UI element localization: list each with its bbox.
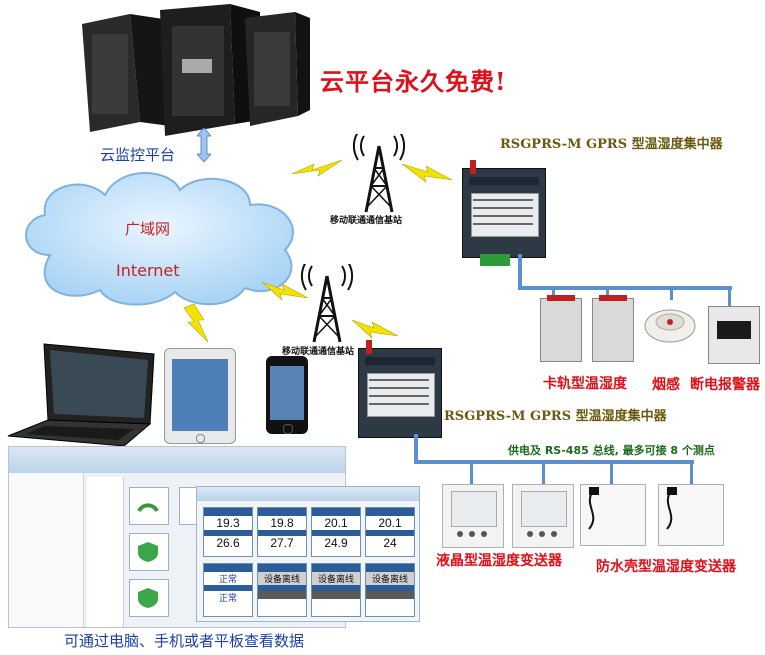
network-label-cn: 广域网 <box>125 220 171 238</box>
sync-arrow-icon <box>195 127 213 163</box>
status-cell[interactable]: 设备离线 <box>257 563 307 617</box>
sensor-cell[interactable]: 19.3 26.6 <box>203 507 253 557</box>
status-cell[interactable]: 设备离线 <box>365 563 415 617</box>
sensor-cell[interactable]: 19.8 27.7 <box>257 507 307 557</box>
status-text: 正常 <box>218 593 237 603</box>
cable <box>610 460 613 484</box>
lightning-icon <box>291 159 343 182</box>
lightning-icon <box>183 303 209 343</box>
antenna-icon <box>470 160 476 174</box>
waterproof-sensor-device <box>580 484 646 546</box>
concentrator-label-top: RSGPRS-M GPRS 型温湿度集中器 <box>500 137 723 152</box>
tablet-icon <box>164 348 236 444</box>
power-alarm-device <box>708 306 760 364</box>
lcd-sensor-device <box>442 484 504 548</box>
status-text: 设备离线 <box>366 572 414 585</box>
status-text: 设备离线 <box>258 572 306 585</box>
power-alarm-label: 断电报警器 <box>690 377 760 393</box>
sensor-value: 20.1 <box>378 516 402 530</box>
server-cluster <box>70 4 310 139</box>
rail-sensor-label: 卡轨型温湿度 <box>543 376 627 392</box>
lcd-sensor-label: 液晶型温湿度变送器 <box>436 553 562 569</box>
lcd-sensor-device <box>512 484 574 548</box>
terminal-block <box>480 254 510 266</box>
cable <box>414 460 694 464</box>
sensor-value: 27.7 <box>270 536 294 550</box>
status-text: 设备离线 <box>312 572 360 585</box>
internet-cloud <box>10 160 310 310</box>
cell-tower-icon <box>292 261 362 344</box>
cable <box>690 460 693 484</box>
cable <box>606 286 609 300</box>
bus-note: 供电及 RS-485 总线, 最多可接 8 个测点 <box>508 444 715 457</box>
sensor-value: 20.1 <box>324 516 348 530</box>
cable <box>728 286 731 306</box>
waterproof-sensor-device <box>658 484 724 546</box>
cable <box>542 460 545 484</box>
network-label-en: Internet <box>116 261 180 280</box>
sensor-value: 19.3 <box>216 516 240 530</box>
waterproof-sensor-label: 防水壳型温湿度变送器 <box>596 559 736 575</box>
concentrator-label-bottom: RSGPRS-M GPRS 型温湿度集中器 <box>444 409 667 424</box>
phone-icon <box>266 356 308 434</box>
status-text: 正常 <box>218 574 237 584</box>
cell-tower-icon <box>344 131 414 214</box>
servers-icon <box>82 4 310 136</box>
cloud-platform-label: 云监控平台 <box>100 146 176 164</box>
sensor-value: 19.8 <box>270 516 294 530</box>
sensor-value: 24.9 <box>324 536 348 550</box>
antenna-icon <box>366 340 372 354</box>
smoke-detector-label: 烟感 <box>652 377 680 393</box>
cable <box>414 434 418 464</box>
sensor-cell[interactable]: 20.1 24 <box>365 507 415 557</box>
smoke-detector-device <box>644 304 696 344</box>
concentrator-device-top <box>462 168 546 258</box>
status-cell[interactable]: 正常 正常 <box>203 563 253 617</box>
status-cell[interactable]: 设备离线 <box>311 563 361 617</box>
cable <box>518 286 732 290</box>
rail-sensor-device <box>592 295 634 362</box>
headline: 云平台永久免费! <box>320 67 507 96</box>
station-label-top: 移动联通通信基站 <box>330 216 403 226</box>
cable <box>670 286 673 300</box>
cable <box>518 254 522 290</box>
cable <box>470 460 473 484</box>
laptop-icon <box>4 340 164 448</box>
rail-sensor-device <box>540 295 582 362</box>
sensor-value: 24 <box>383 536 397 550</box>
bottom-caption: 可通过电脑、手机或者平板查看数据 <box>64 632 305 650</box>
cable <box>552 286 555 300</box>
sensor-cell[interactable]: 20.1 24.9 <box>311 507 361 557</box>
concentrator-device-bottom <box>358 348 442 438</box>
station-label-bottom: 移动联通通信基站 <box>282 347 355 357</box>
dashboard-front-window: 19.3 26.6 19.8 27.7 20.1 24.9 20.1 24 正常… <box>196 486 420 622</box>
sensor-value: 26.6 <box>216 536 240 550</box>
